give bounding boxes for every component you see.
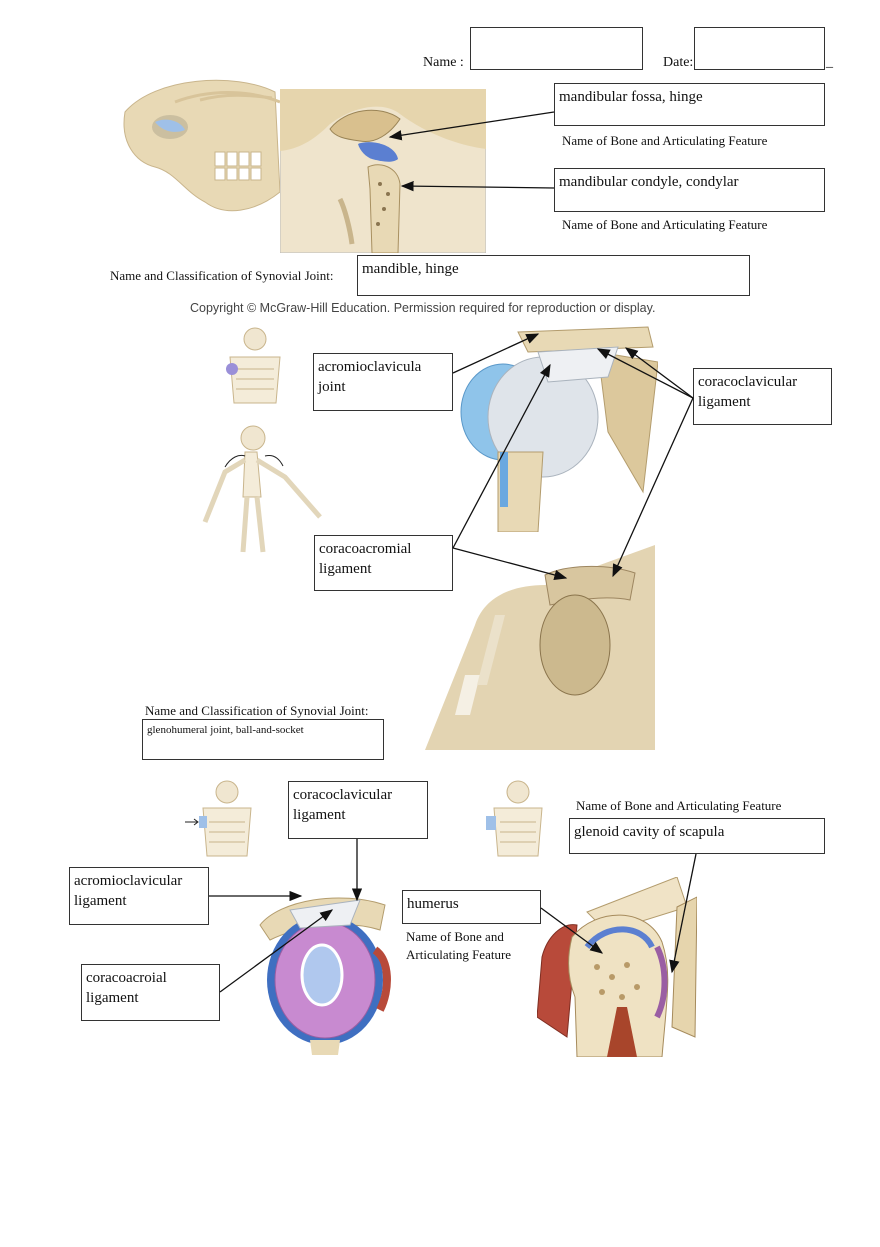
shoulder-bone-illustration xyxy=(425,545,655,750)
date-field[interactable] xyxy=(694,27,825,70)
synovial-joint-label-2: Name and Classification of Synovial Join… xyxy=(145,703,369,718)
humerus-caption: Name of Bone and Articulating Feature xyxy=(406,929,512,962)
name-label: Name : xyxy=(423,55,464,70)
acromioclavicular-ligament-box[interactable]: acromioclavicular ligament xyxy=(69,867,209,925)
skeleton-thumbnail-left xyxy=(185,780,252,857)
synovial-joint-answer-2[interactable]: glenohumeral joint, ball-and-socket xyxy=(142,719,384,760)
synovial-joint-answer-1[interactable]: mandible, hinge xyxy=(357,255,750,296)
glenoid-cavity-box[interactable]: glenoid cavity of scapula xyxy=(569,818,825,854)
skeleton-thumbnail-shoulder xyxy=(226,327,281,404)
synovial-joint-label-1: Name and Classification of Synovial Join… xyxy=(110,268,334,283)
mandibular-condyle-caption: Name of Bone and Articulating Feature xyxy=(562,217,768,232)
mandibular-fossa-caption: Name of Bone and Articulating Feature xyxy=(562,133,768,148)
date-underline: _ xyxy=(826,55,833,70)
mandibular-fossa-box[interactable]: mandibular fossa, hinge xyxy=(554,83,825,126)
skeleton-thumbnail-abduction xyxy=(202,425,322,553)
skull-illustration xyxy=(123,79,281,212)
coracoclavicular-ligament-box-1[interactable]: coracoclavicular ligament xyxy=(693,368,832,425)
coracoacroial-ligament-box[interactable]: coracoacroial ligament xyxy=(81,964,220,1021)
glenoid-caption: Name of Bone and Articulating Feature xyxy=(576,798,782,813)
mandibular-condyle-box[interactable]: mandibular condyle, condylar xyxy=(554,168,825,212)
coracoacromial-ligament-box[interactable]: coracoacromial ligament xyxy=(314,535,453,591)
acromioclavicular-joint-box[interactable]: acromioclavicula joint xyxy=(313,353,453,411)
skeleton-thumbnail-right xyxy=(486,780,543,857)
copyright-notice: Copyright © McGraw-Hill Education. Permi… xyxy=(190,301,656,315)
date-label: Date: xyxy=(663,55,694,70)
tmj-closeup-illustration xyxy=(280,89,486,253)
humerus-box[interactable]: humerus xyxy=(402,890,541,924)
name-field[interactable] xyxy=(470,27,643,70)
shoulder-capsule-illustration xyxy=(460,326,658,532)
coracoclavicular-ligament-box-2[interactable]: coracoclavicular ligament xyxy=(288,781,428,839)
